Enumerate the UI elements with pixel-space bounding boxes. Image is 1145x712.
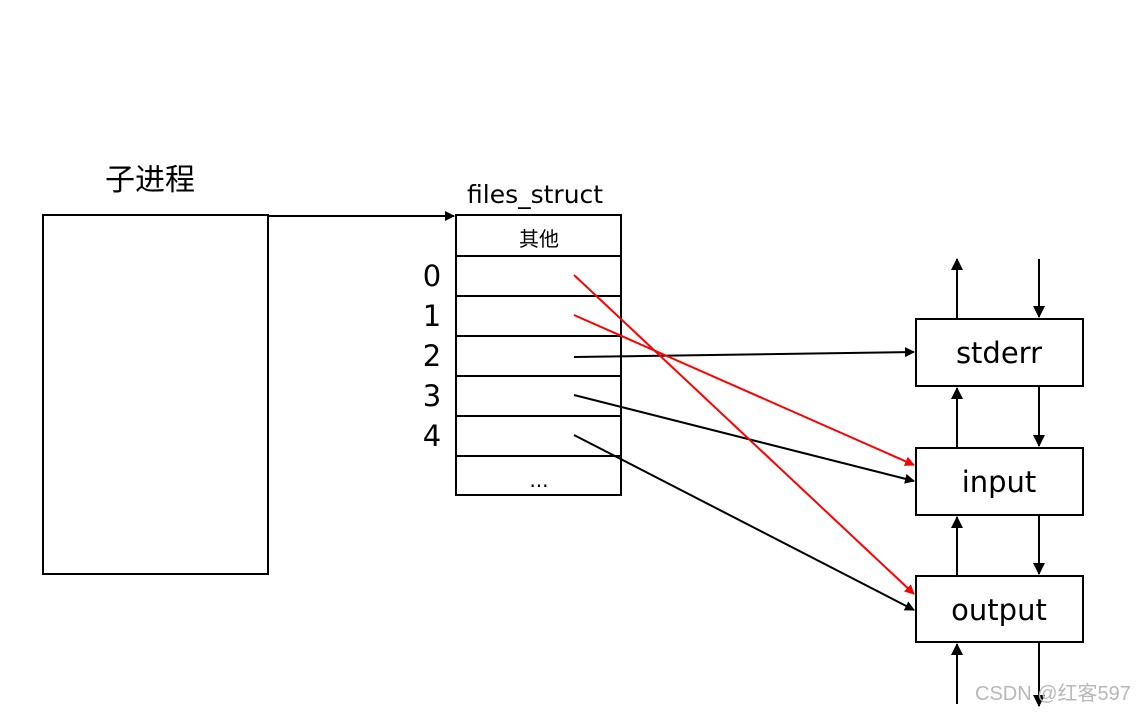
- watermark: CSDN @红客597: [975, 682, 1131, 705]
- fd3-to-input-arrow: [573, 394, 915, 484]
- child-process-label: 子进程: [105, 163, 195, 198]
- files-struct-table: files_struct 其他 ... 0 1 2 3 4: [423, 180, 622, 496]
- fd-index-2: 2: [423, 339, 441, 373]
- table-header-cell: 其他: [519, 227, 559, 251]
- fd4-to-output-arrow: [573, 434, 915, 611]
- fd-index-4: 4: [423, 419, 441, 453]
- files-struct-box: [455, 214, 622, 496]
- input-label: input: [962, 465, 1037, 499]
- input-box: [915, 447, 1084, 516]
- stderr-label: stderr: [956, 336, 1042, 370]
- output-box: [915, 575, 1084, 643]
- fd1-to-input-arrow: [573, 314, 915, 466]
- files-struct-title: files_struct: [467, 180, 603, 209]
- fd2-to-stderr-arrow: [573, 347, 915, 358]
- child-process: 子进程: [42, 163, 269, 575]
- output-label: output: [951, 593, 1047, 627]
- fd0-to-output-arrow: [573, 274, 915, 595]
- device-chain-arrows: [951, 258, 1045, 707]
- child-process-box: [42, 214, 269, 575]
- fd-mapping-arrows: [573, 274, 915, 611]
- fd-index-1: 1: [423, 299, 441, 333]
- table-ellipsis-cell: ...: [529, 468, 548, 492]
- device-stderr: stderr: [915, 318, 1084, 387]
- device-input: input: [915, 447, 1084, 516]
- fd-index-3: 3: [423, 379, 441, 413]
- device-output: output: [915, 575, 1084, 643]
- fd-index-0: 0: [423, 259, 441, 293]
- stderr-box: [915, 318, 1084, 387]
